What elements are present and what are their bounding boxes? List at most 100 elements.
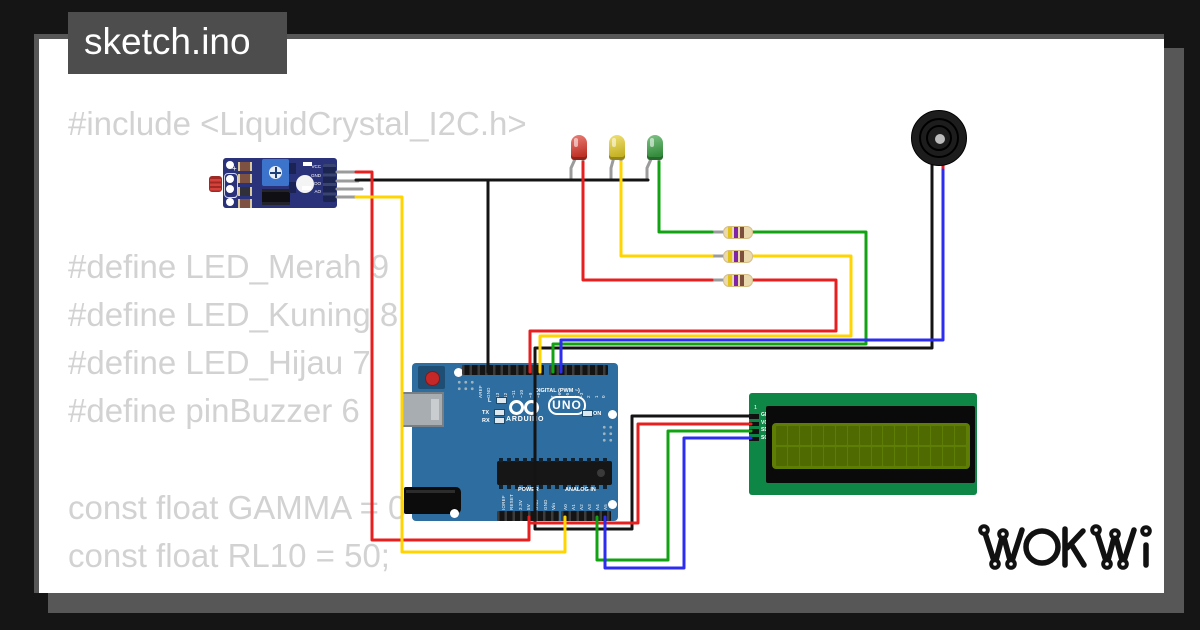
pin-label: ~10 [519, 389, 525, 398]
lcd-cell [847, 426, 859, 446]
code-line: #define LED_Hijau 7 [68, 344, 371, 381]
on-label: ON [593, 411, 602, 417]
ldr-pin-header [323, 164, 336, 202]
lcd-cell [871, 426, 883, 446]
buzzer-hole [935, 134, 945, 144]
pin-label: IOREF [501, 495, 506, 510]
analog-header[interactable] [561, 511, 611, 521]
resistor-band [728, 275, 732, 286]
lcd-pin-gnd[interactable] [749, 414, 759, 419]
resistor-band [734, 251, 738, 262]
code-line: #include <LiquidCrystal_I2C.h> [68, 105, 527, 142]
lcd-pin-scl[interactable] [749, 436, 759, 441]
buzzer[interactable] [911, 110, 967, 166]
pin-label: A5 [603, 504, 608, 510]
led-tx-label: TX [482, 410, 490, 416]
logo-node-ring [1117, 558, 1129, 570]
ldr-pin-label: AO [314, 189, 321, 194]
lcd-cell [943, 446, 955, 466]
pin-label: 12 [502, 392, 508, 398]
icsp-header [456, 379, 475, 391]
potentiometer-knob[interactable] [269, 166, 282, 179]
smd-component [289, 182, 296, 193]
smd-component [238, 187, 252, 196]
pin-label: A4 [595, 504, 600, 510]
led-rx-label: RX [482, 418, 490, 424]
lcd-cell [787, 426, 799, 446]
analog-in-label: ANALOG IN [565, 487, 596, 493]
pin-label: 1 [593, 395, 599, 398]
canvas-shadow-right [1164, 48, 1184, 613]
logo-node-ring [997, 528, 1009, 540]
led-yellow[interactable] [609, 135, 625, 160]
resistor-band [734, 275, 738, 286]
lcd-cell [883, 446, 895, 466]
lcd-cell [883, 426, 895, 446]
mounting-hole [450, 509, 459, 518]
lcd-cell [776, 426, 787, 446]
file-tab[interactable]: sketch.ino [68, 12, 287, 74]
pin-label: 13 [494, 392, 500, 398]
pin-label: AREF [478, 385, 483, 398]
lcd-pin-vcc[interactable] [749, 421, 759, 426]
lcd1602-display[interactable]: 1 GND VCC SDA SCL [749, 393, 977, 495]
trimmer-potentiometer[interactable] [262, 159, 289, 186]
wokwi-logo [978, 524, 1152, 570]
ldr-sensor-module[interactable]: + − VCC GND DO AO [209, 158, 337, 208]
pin-label: GND [542, 499, 548, 510]
lcd-cell [859, 426, 871, 446]
arduino-logo-icon [509, 400, 524, 415]
ldr-pad [226, 175, 234, 183]
lcd-character-grid [776, 426, 966, 466]
chip-notch [597, 469, 605, 477]
lcd-cell [931, 446, 943, 466]
code-line: const float GAMMA = 0 [68, 489, 407, 526]
usb-connector [401, 392, 444, 427]
lcd-cell [955, 446, 966, 466]
lcd-cell [823, 426, 835, 446]
do-led [302, 186, 311, 190]
pin-label: RESET [509, 493, 515, 510]
arduino-brand-label: ARDUINO [506, 416, 545, 423]
lcd-cell [835, 426, 847, 446]
resistor[interactable] [723, 250, 753, 263]
pin-label: 0 [600, 395, 606, 398]
resistor[interactable] [723, 274, 753, 287]
file-tab-title: sketch.ino [84, 21, 251, 62]
lcd-cell [931, 426, 943, 446]
lcd-cell [955, 426, 966, 446]
lcd-cell [823, 446, 835, 466]
resistor-band [740, 275, 744, 286]
code-line: const float RL10 = 50; [68, 537, 390, 574]
lcd-cell [811, 426, 823, 446]
uno-model-label: UNO [548, 396, 586, 415]
logo-node-ring [1090, 524, 1102, 536]
lcd-cell [859, 446, 871, 466]
reset-button[interactable] [425, 371, 440, 386]
led-rx [494, 417, 505, 424]
resistor[interactable] [723, 226, 753, 239]
lcd-cell [835, 446, 847, 466]
power-header[interactable] [497, 511, 559, 521]
pin-label: ~3 [579, 392, 585, 398]
power-label: POWER [518, 487, 539, 493]
digital-header-right[interactable] [549, 365, 608, 375]
lcd-cell [787, 446, 799, 466]
comparator-ic [262, 189, 290, 205]
code-line: #define LED_Merah 9 [68, 248, 390, 285]
pin-label: ~9 [527, 392, 533, 398]
led-red[interactable] [571, 135, 587, 160]
ldr-pad [226, 185, 234, 193]
ldr-photoresistor[interactable] [209, 176, 222, 192]
led-green[interactable] [647, 135, 663, 160]
digital-header-left[interactable] [462, 365, 544, 375]
pin-label: GND [486, 387, 492, 398]
pin-label: A1 [571, 504, 576, 510]
pwr-led [303, 162, 312, 166]
lcd-pin-sda[interactable] [749, 429, 759, 434]
logo-node-ring [1140, 525, 1152, 537]
mounting-hole [608, 500, 617, 509]
